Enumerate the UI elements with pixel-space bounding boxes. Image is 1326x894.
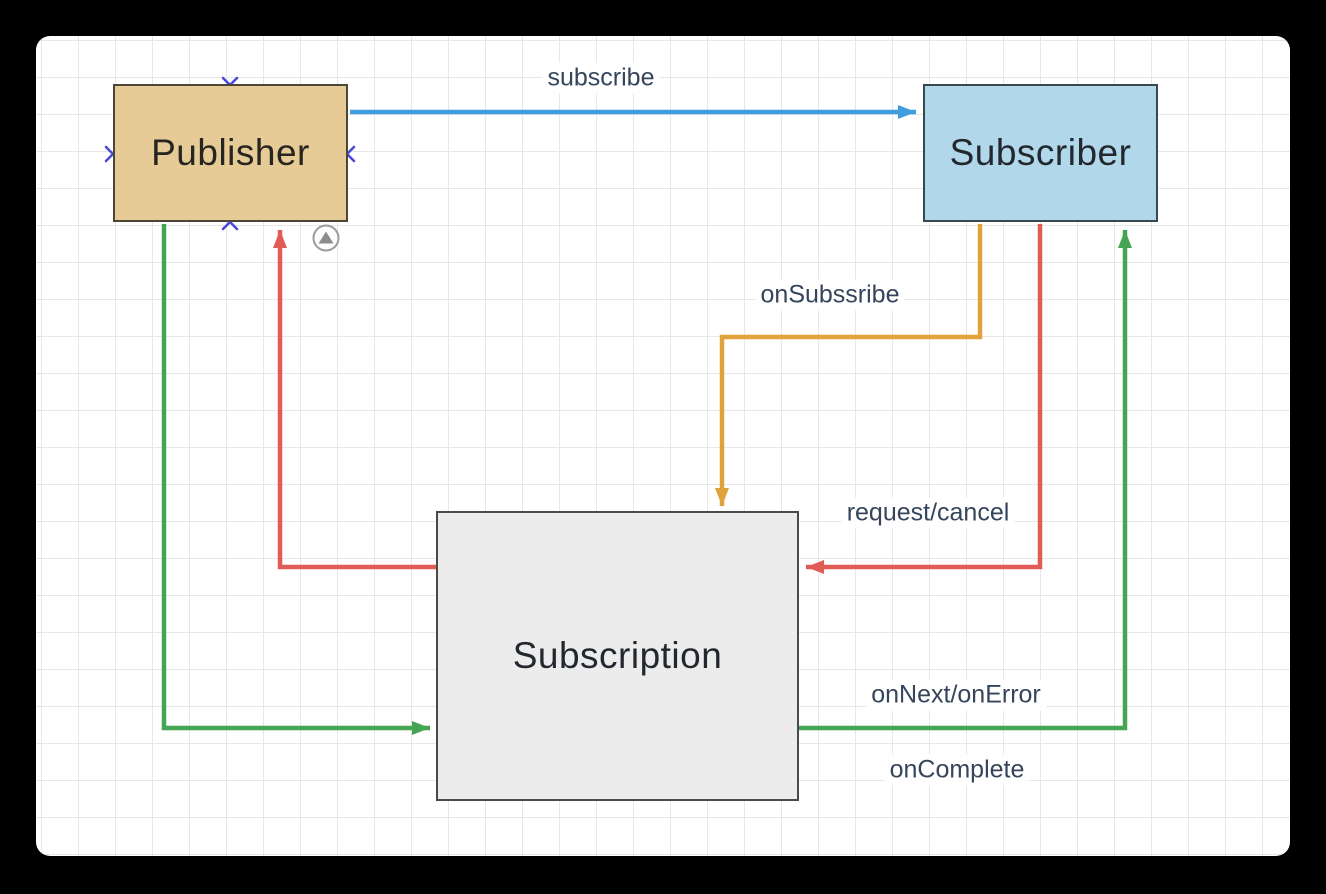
- node-publisher-label: Publisher: [151, 132, 310, 173]
- edge-label-subscribe[interactable]: subscribe: [542, 62, 660, 94]
- node-subscription[interactable]: Subscription: [436, 511, 799, 801]
- edge-label-on-next-on-error[interactable]: onNext/onError: [866, 679, 1046, 711]
- edge-label-request-cancel[interactable]: request/cancel: [841, 497, 1015, 529]
- node-publisher[interactable]: Publisher: [113, 84, 348, 222]
- edge-label-on-complete[interactable]: onComplete: [884, 754, 1030, 786]
- node-subscriber-label: Subscriber: [949, 132, 1132, 173]
- node-subscription-label: Subscription: [512, 635, 723, 676]
- node-subscriber[interactable]: Subscriber: [923, 84, 1158, 222]
- edge-label-on-subscribe[interactable]: onSubssribe: [755, 279, 905, 311]
